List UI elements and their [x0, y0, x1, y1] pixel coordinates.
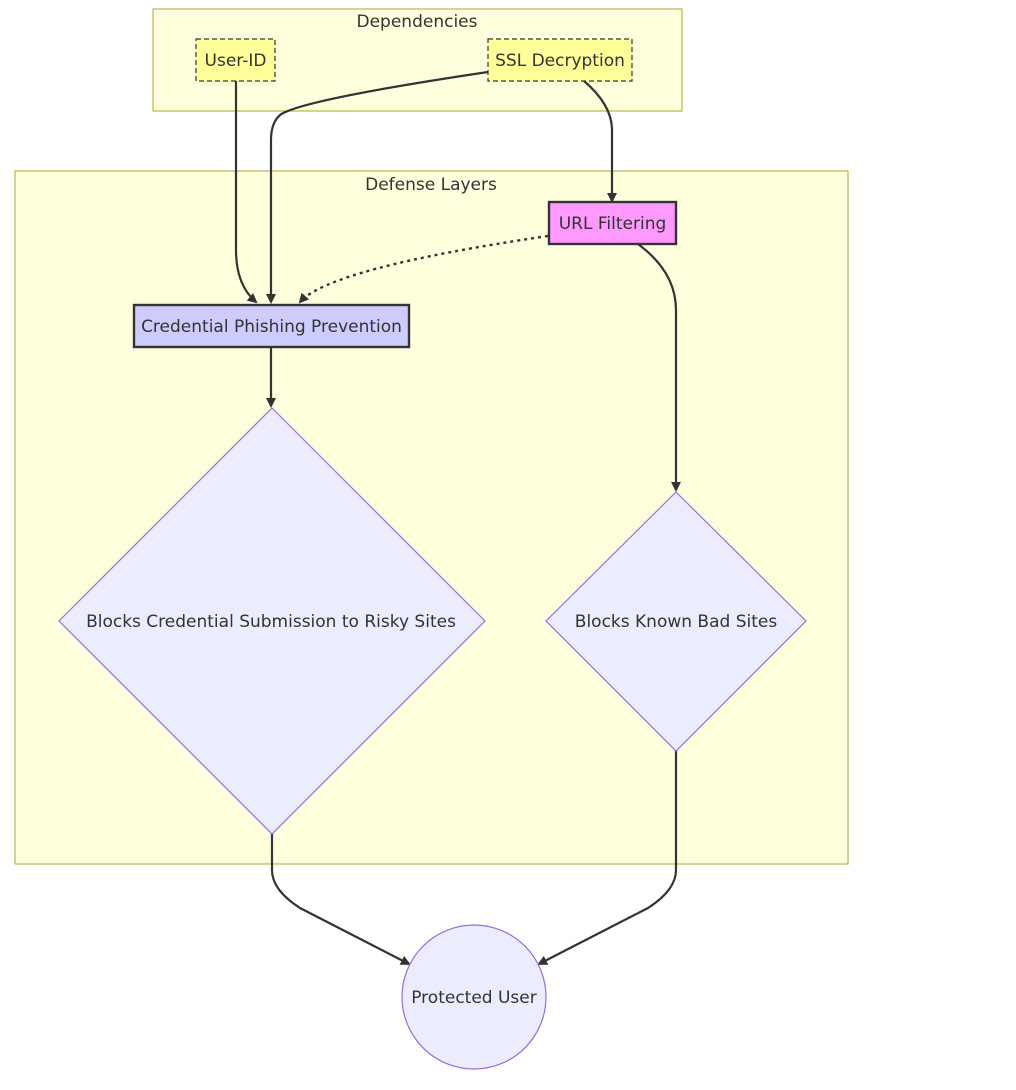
cluster-defense-layers-label: Defense Layers [365, 175, 497, 195]
node-blocks-known-bad-sites[interactable]: Blocks Known Bad Sites [545, 491, 807, 752]
edge-ssl-decryption-to-credential-phishing [266, 70, 489, 304]
edge-ssl-decryption-to-url-filtering [583, 80, 617, 203]
edge-url-filtering-to-credential-phishing [298, 234, 549, 304]
edges [234, 70, 681, 965]
node-url-filtering[interactable]: URL Filtering [547, 200, 678, 246]
node-ssl-decryption[interactable]: SSL Decryption [487, 38, 633, 82]
cluster-dependencies-label: Dependencies [357, 12, 478, 32]
node-protected-user-label: Protected User [411, 988, 537, 1008]
edge-user-id-to-credential-phishing [234, 81, 258, 304]
node-user-id-label: User-ID [205, 51, 267, 71]
node-credential-phishing-prevention[interactable]: Credential Phishing Prevention [132, 303, 411, 349]
node-blocks-credential-submission-label: Blocks Credential Submission to Risky Si… [86, 612, 456, 632]
edge-blocks-known-bad-to-protected-user [537, 751, 678, 965]
node-url-filtering-label: URL Filtering [559, 214, 667, 234]
node-ssl-decryption-label: SSL Decryption [495, 51, 625, 71]
node-blocks-credential-submission[interactable]: Blocks Credential Submission to Risky Si… [58, 407, 486, 835]
node-protected-user[interactable]: Protected User [401, 924, 547, 1070]
node-user-id[interactable]: User-ID [195, 38, 276, 82]
edge-blocks-credential-to-protected-user [270, 834, 411, 965]
node-blocks-known-bad-sites-label: Blocks Known Bad Sites [575, 612, 778, 632]
node-credential-phishing-prevention-label: Credential Phishing Prevention [141, 317, 402, 337]
cluster-defense-layers-box [14, 170, 849, 865]
edge-url-filtering-to-blocks-known-bad [637, 243, 681, 492]
cluster-defense-layers: Defense Layers [14, 170, 849, 865]
